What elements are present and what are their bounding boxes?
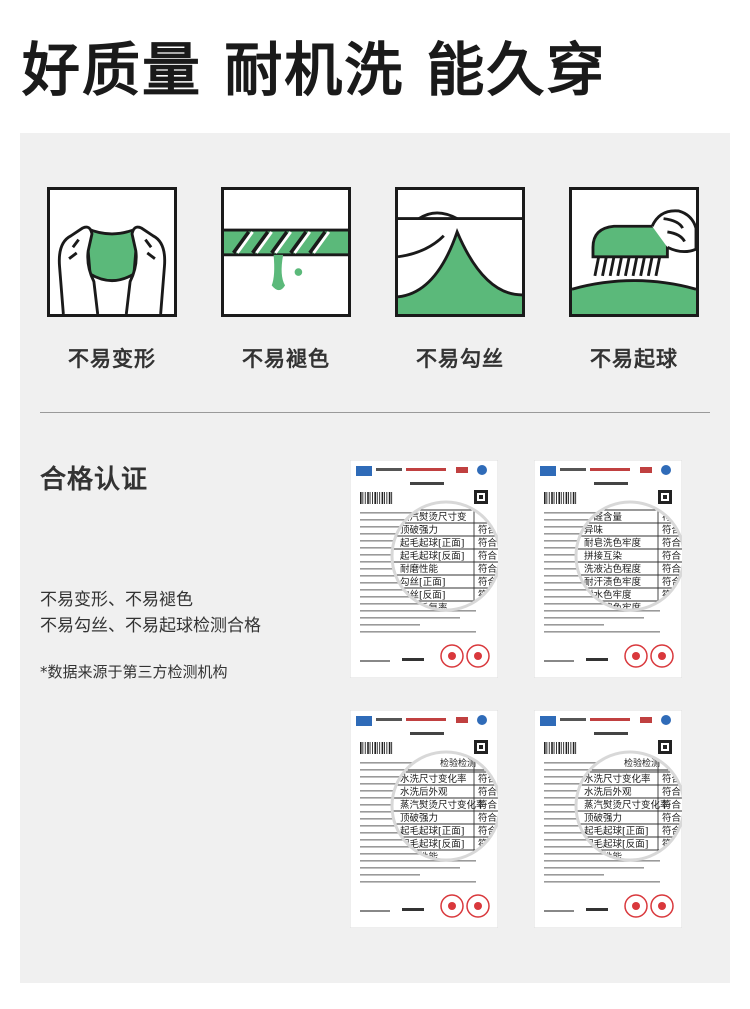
report-row-result: 符合 xyxy=(478,786,498,798)
report-row-item: 蒸汽熨烫尺寸变化率 xyxy=(584,799,670,811)
report-row-item: 水洗尺寸变化率 xyxy=(584,773,651,785)
report-logo-icon xyxy=(356,716,372,726)
certification-desc-line: 不易变形、不易褪色 xyxy=(40,590,193,610)
report-row-result: 符合 xyxy=(662,550,682,562)
report-row-item: 水洗后外观 xyxy=(400,786,448,798)
test-report: 检验检测水洗尺寸变化率符合水洗后外观符合蒸汽熨烫尺寸变化率符合顶破强力符合起毛起… xyxy=(350,710,498,928)
headline: 好质量 耐机洗 能久穿 xyxy=(22,36,607,104)
report-logo-icon xyxy=(540,716,556,726)
report-row-item: 耐磨性能 xyxy=(400,563,439,575)
report-row-item: 起毛起球[反面] xyxy=(584,838,648,850)
brush-pilling-icon xyxy=(569,187,699,317)
report-stamp xyxy=(650,644,674,668)
report-logo-icon xyxy=(540,466,556,476)
magnifier-ring xyxy=(574,750,682,862)
report-row-item: 拼接互染 xyxy=(584,550,623,562)
feature-no-snag: 不易勾丝 xyxy=(392,187,528,373)
certification-desc-line: 不易勾丝、不易起球检测合格 xyxy=(40,616,261,636)
report-row-item: 洗液沾色程度 xyxy=(584,563,642,575)
magnifier-ring xyxy=(390,500,498,612)
test-report: 蒸汽熨烫尺寸变顶破强力符合起毛起球[正面]符合起毛起球[反面]符合耐磨性能符合勾… xyxy=(350,460,498,678)
feature-no-deform: 不易变形 xyxy=(44,187,180,373)
report-row-result: 符合 xyxy=(662,537,682,549)
report-stamp xyxy=(650,894,674,918)
report-row-item: 顶破强力 xyxy=(584,812,622,824)
report-row-result: 符合 xyxy=(478,799,498,811)
report-row-result: 符合 xyxy=(662,812,682,824)
fabric-hook-icon xyxy=(395,187,525,317)
report-stamp xyxy=(466,644,490,668)
report-magnifier: 蒸汽熨烫尺寸变顶破强力符合起毛起球[正面]符合起毛起球[反面]符合耐磨性能符合勾… xyxy=(392,502,498,610)
report-row-item: 起毛起球[反面] xyxy=(400,838,464,850)
report-row-result: 符合 xyxy=(478,563,498,575)
report-row-result: 符合 xyxy=(662,563,682,575)
report-magnifier: 检验检测水洗尺寸变化率符合水洗后外观符合蒸汽熨烫尺寸变化率符合顶破强力符合起毛起… xyxy=(576,752,682,860)
report-row-item: 起毛起球[正面] xyxy=(584,825,648,837)
report-row-result: 符合 xyxy=(478,550,498,562)
report-stamp xyxy=(624,644,648,668)
feature-label: 不易起球 xyxy=(590,347,678,371)
report-stamp xyxy=(466,894,490,918)
feature-label: 不易褪色 xyxy=(242,347,330,371)
report-header: 检验检测 xyxy=(440,757,476,769)
report-row-item: 顶破强力 xyxy=(400,524,438,536)
report-row-result: 符合 xyxy=(662,799,682,811)
report-stamp xyxy=(440,644,464,668)
test-report: 检验检测水洗尺寸变化率符合水洗后外观符合蒸汽熨烫尺寸变化率符合顶破强力符合起毛起… xyxy=(534,710,682,928)
report-row-result: 符合 xyxy=(662,786,682,798)
certification-title: 合格认证 xyxy=(40,465,149,495)
feature-no-fade: 不易褪色 xyxy=(218,187,354,373)
test-report: 甲醛含量符合异味符合耐皂洗色牢度符合拼接互染符合洗液沾色程度符合耐汗渍色牢度符合… xyxy=(534,460,682,678)
report-stamp xyxy=(624,894,648,918)
report-row-item: 勾丝[正面] xyxy=(400,576,445,588)
report-logo-icon xyxy=(356,466,372,476)
magnifier-ring xyxy=(390,750,498,862)
report-row-item: 起毛起球[正面] xyxy=(400,537,464,549)
report-row-item: 起毛起球[正面] xyxy=(400,825,464,837)
report-row-item: 起毛起球[反面] xyxy=(400,550,464,562)
report-header: 检验检测 xyxy=(624,757,660,769)
wringing-drip-icon xyxy=(221,187,351,317)
certification-note: *数据来源于第三方检测机构 xyxy=(40,663,228,681)
feature-label: 不易变形 xyxy=(68,347,156,371)
divider xyxy=(40,412,710,413)
report-row-item: 异味 xyxy=(584,524,604,536)
report-row-item: 顶破强力 xyxy=(400,812,438,824)
report-row-item: 蒸汽熨烫尺寸变 xyxy=(400,511,467,523)
report-magnifier: 甲醛含量符合异味符合耐皂洗色牢度符合拼接互染符合洗液沾色程度符合耐汗渍色牢度符合… xyxy=(576,502,682,610)
feature-no-pilling: 不易起球 xyxy=(566,187,702,373)
feature-label: 不易勾丝 xyxy=(416,347,504,371)
report-row-item: 水洗后外观 xyxy=(584,786,632,798)
stretch-hands-icon xyxy=(47,187,177,317)
content-panel: 不易变形 不易褪色 不易勾丝 xyxy=(20,133,730,983)
magnifier-ring xyxy=(574,500,682,612)
report-row-result: 符合 xyxy=(478,812,498,824)
report-row-item: 耐皂洗色牢度 xyxy=(584,537,642,549)
report-stamp xyxy=(440,894,464,918)
report-row-item: 蒸汽熨烫尺寸变化率 xyxy=(400,799,486,811)
report-row-result: 符合 xyxy=(478,537,498,549)
report-row-item: 耐汗渍色牢度 xyxy=(584,576,642,588)
report-magnifier: 检验检测水洗尺寸变化率符合水洗后外观符合蒸汽熨烫尺寸变化率符合顶破强力符合起毛起… xyxy=(392,752,498,860)
report-row-item: 水洗尺寸变化率 xyxy=(400,773,467,785)
certification-description: 不易变形、不易褪色 不易勾丝、不易起球检测合格 xyxy=(40,587,261,639)
